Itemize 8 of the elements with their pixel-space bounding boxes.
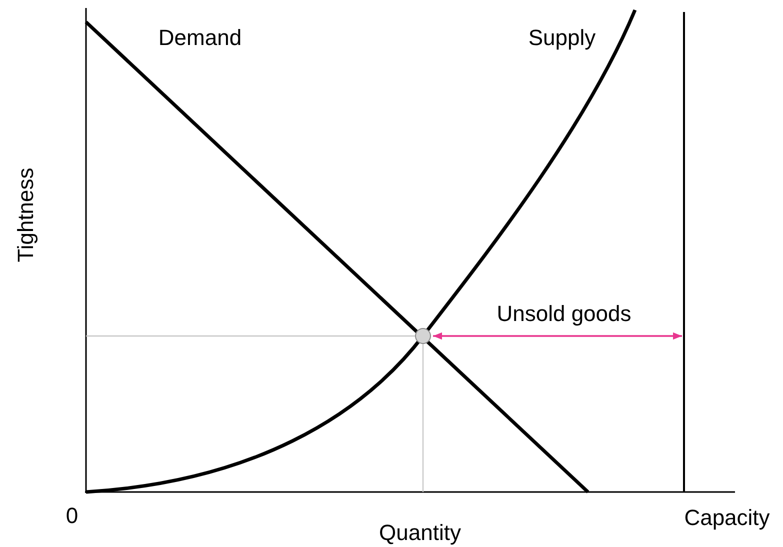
- axis-title: Tightness: [15, 168, 37, 262]
- curve-label: Demand: [158, 27, 242, 49]
- axis-title: Quantity: [379, 522, 461, 544]
- axis-tick-label: 0: [66, 505, 78, 527]
- axis-tick-label: Capacity: [684, 507, 770, 529]
- double-arrow: [433, 332, 682, 340]
- capacity-line: [683, 12, 685, 492]
- curve-label: Supply: [528, 27, 596, 49]
